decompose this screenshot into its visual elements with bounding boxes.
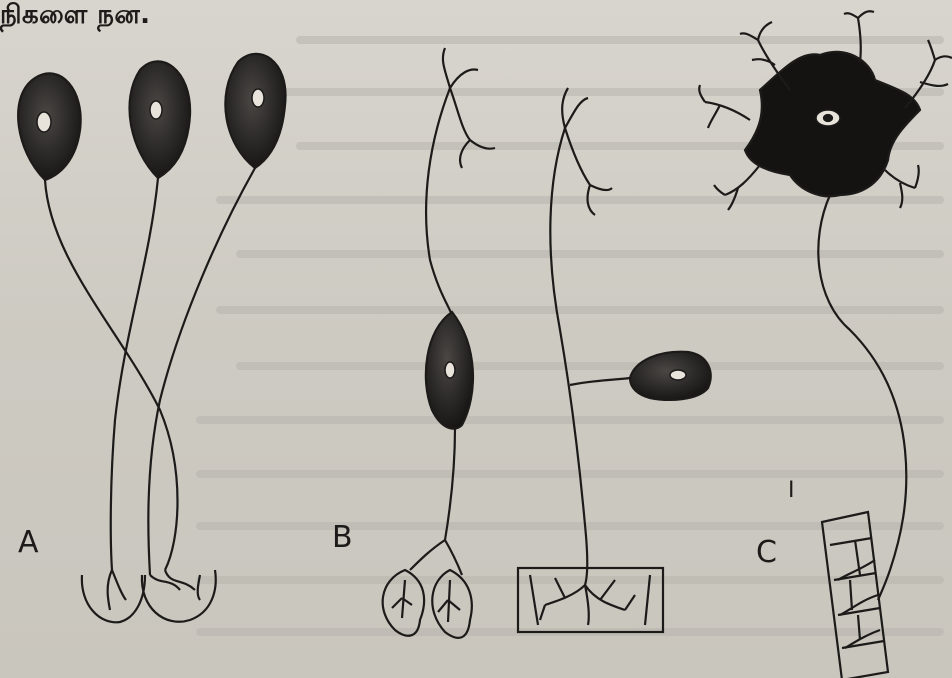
panel-a-cell-2 <box>130 61 191 178</box>
panel-b-unipolar-process <box>550 128 587 585</box>
panel-a-nucleus-3 <box>252 89 264 107</box>
panel-b-bipolar-neuron <box>383 48 495 638</box>
panel-c-multipolar-neuron <box>699 11 952 678</box>
panel-a-axon-2 <box>111 178 158 570</box>
panel-a-neurons <box>18 54 285 622</box>
panel-c-mark: I <box>788 478 795 503</box>
panel-b-unipolar-nucleus <box>670 370 686 380</box>
panel-c-terminal-box <box>822 512 888 678</box>
panel-c-label: C <box>756 535 777 570</box>
panel-b-unipolar-neuron <box>518 88 711 632</box>
panel-b-label: B <box>332 520 353 555</box>
panel-a-terminal-left <box>82 575 145 622</box>
panel-a-cell-3 <box>225 54 285 168</box>
panel-a-nucleus-2 <box>150 101 162 119</box>
panel-a-label: A <box>18 525 39 560</box>
panel-b-upper-process <box>426 88 452 315</box>
panel-a-axon-3 <box>148 168 255 575</box>
panel-b-nucleus <box>445 362 455 378</box>
panel-b-lower-process <box>410 428 462 575</box>
panel-b-terminal-box <box>518 568 663 632</box>
panel-a-nucleus-1 <box>37 112 51 132</box>
